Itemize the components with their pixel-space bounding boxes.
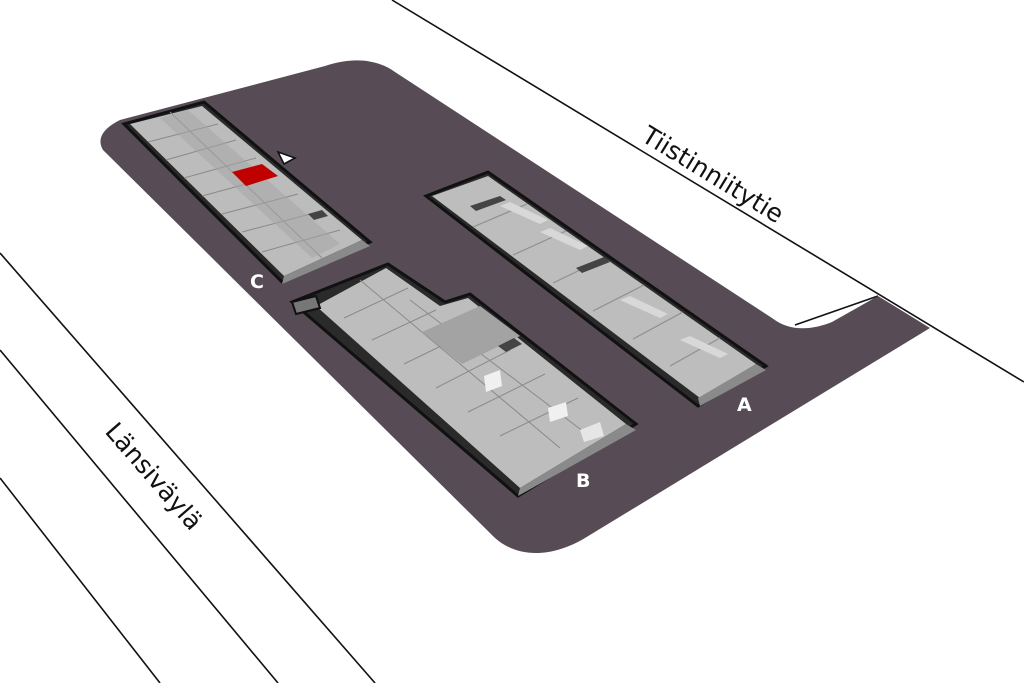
street-label-west: Länsiväylä bbox=[99, 417, 208, 536]
building-a-side bbox=[698, 364, 766, 406]
road-line-west-3 bbox=[0, 477, 161, 683]
building-label-c: C bbox=[250, 271, 264, 293]
road-line-north-1 bbox=[391, 0, 1024, 383]
highlighted-unit[interactable] bbox=[232, 164, 278, 186]
building-b-roof-details bbox=[422, 306, 604, 442]
parking-lot bbox=[100, 60, 931, 554]
building-label-a: A bbox=[737, 394, 752, 416]
building-b[interactable] bbox=[289, 262, 639, 498]
building-c-roof-detail bbox=[308, 210, 328, 220]
street-label-north: Tiistinniitytie bbox=[636, 120, 789, 229]
building-b-roof bbox=[316, 268, 626, 488]
building-label-b: B bbox=[576, 470, 590, 492]
road-line-west-1 bbox=[0, 252, 376, 683]
road-line-north-2 bbox=[794, 295, 879, 326]
building-c[interactable] bbox=[121, 100, 373, 284]
building-b-side bbox=[518, 424, 636, 496]
road-line-west-2 bbox=[0, 349, 279, 683]
building-a[interactable] bbox=[422, 170, 769, 408]
location-pointer-icon bbox=[276, 150, 297, 166]
building-a-roof-details bbox=[470, 196, 728, 358]
building-a-roof bbox=[432, 176, 756, 398]
building-c-side bbox=[282, 240, 370, 284]
building-b-canopy bbox=[290, 294, 322, 316]
